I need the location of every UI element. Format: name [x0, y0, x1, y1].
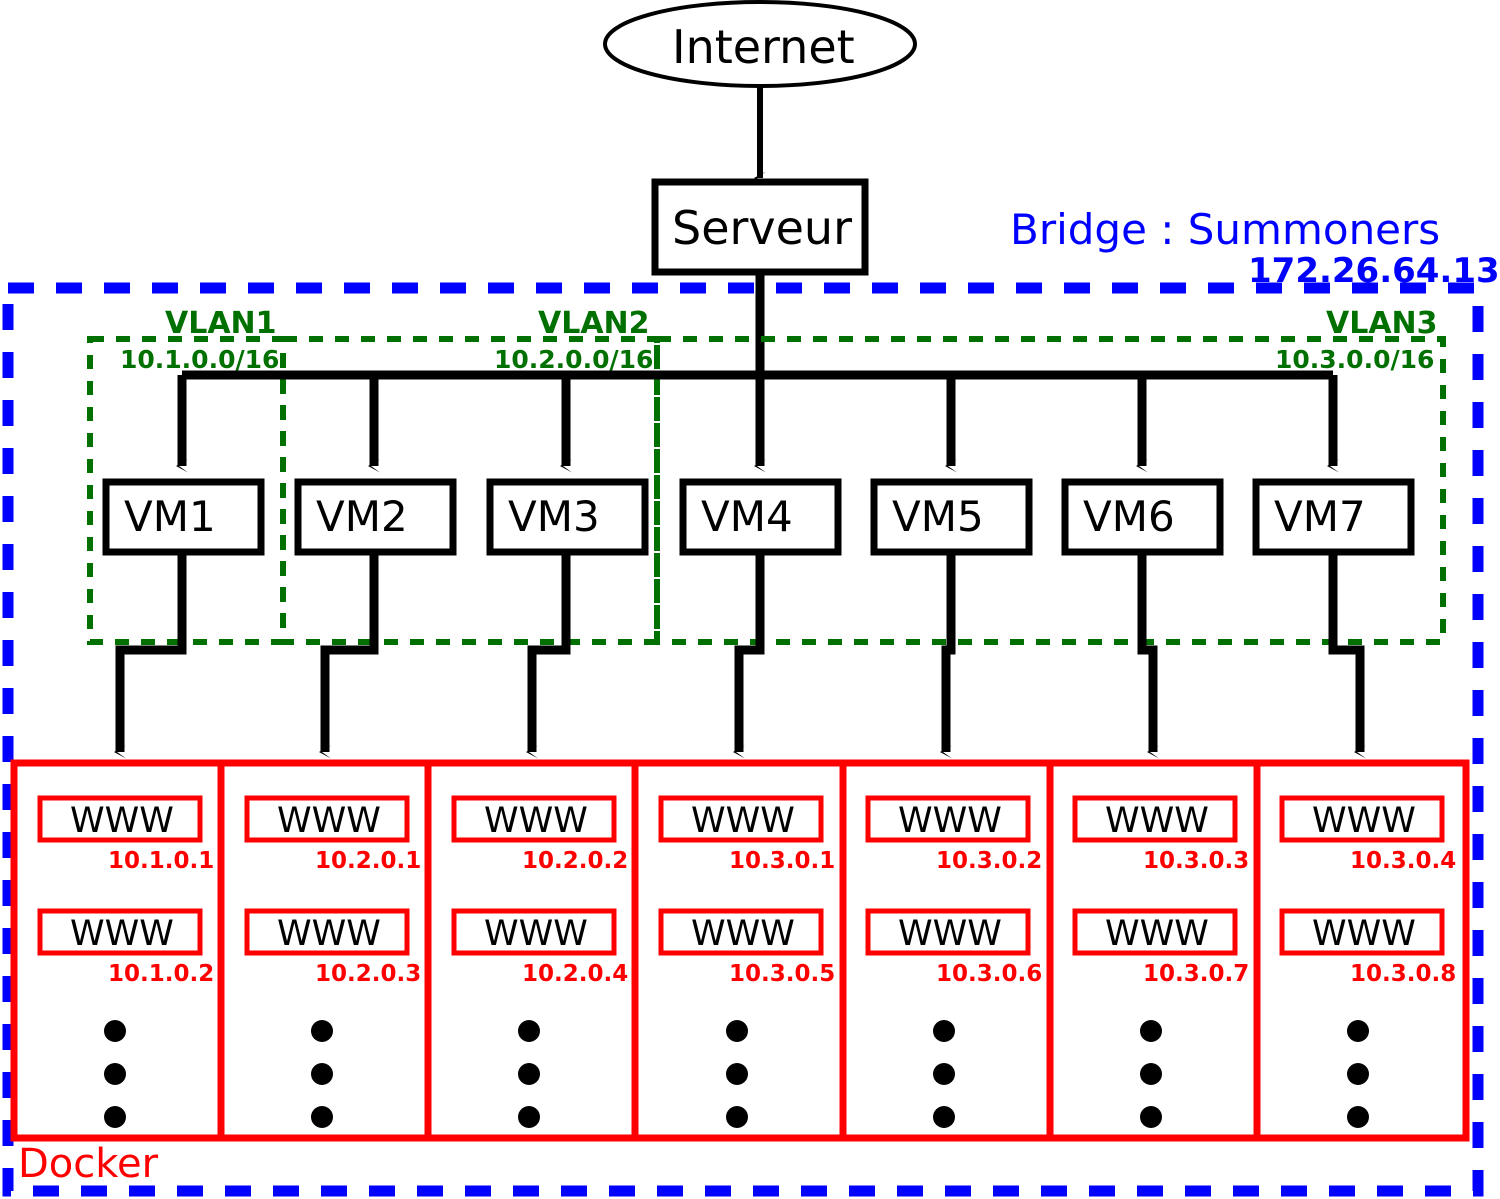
vm7-to-containers-link [1328, 552, 1366, 759]
docker-label: Docker [18, 1141, 159, 1187]
container-ip-c4-r2: 10.3.0.5 [729, 961, 836, 987]
container-label-c5-r1: WWW [898, 801, 1002, 841]
internet-label: Internet [672, 20, 855, 74]
container-label-c4-r2: WWW [691, 914, 795, 954]
container-label-c6-r2: WWW [1105, 914, 1209, 954]
container-ip-c5-r2: 10.3.0.6 [936, 961, 1043, 987]
vm-label-3: VM3 [508, 492, 600, 541]
vm-box-7 [1252, 478, 1415, 556]
vm2-to-containers-link [319, 552, 379, 759]
vm-box-6 [1061, 478, 1224, 556]
vm6-to-containers-link [1137, 552, 1159, 759]
vm-label-7: VM7 [1274, 492, 1366, 541]
container-ip-c3-r2: 10.2.0.4 [522, 961, 629, 987]
container-label-c2-r2: WWW [277, 914, 381, 954]
vm-label-2: VM2 [316, 492, 408, 541]
vm-label-6: VM6 [1083, 492, 1175, 541]
container-label-c3-r2: WWW [484, 914, 588, 954]
container-ip-c2-r2: 10.2.0.3 [315, 961, 422, 987]
bridge-boundary [2, 282, 1484, 1197]
server-node [651, 178, 869, 276]
vm5-to-containers-link [940, 552, 956, 759]
vm-box-1 [102, 478, 265, 556]
vm3-to-containers-link [526, 552, 571, 759]
container-ip-c7-r2: 10.3.0.8 [1350, 961, 1457, 987]
container-label-c1-r1: WWW [70, 801, 174, 841]
container-label-c4-r1: WWW [691, 801, 795, 841]
container-ip-c6-r2: 10.3.0.7 [1143, 961, 1250, 987]
ellipsis-dots [104, 1020, 1369, 1128]
vlan1-name-label: VLAN1 [165, 306, 277, 341]
container-label-c3-r1: WWW [484, 801, 588, 841]
container-ip-c5-r1: 10.3.0.2 [936, 848, 1043, 874]
container-label-c5-r2: WWW [898, 914, 1002, 954]
container-label-c1-r2: WWW [70, 914, 174, 954]
vm1-to-containers-link [114, 552, 187, 759]
vm4-to-containers-link [733, 552, 765, 759]
vm-label-4: VM4 [701, 492, 793, 541]
container-ip-c1-r1: 10.1.0.1 [108, 848, 215, 874]
vm-box-3 [486, 478, 649, 556]
container-label-c7-r2: WWW [1312, 914, 1416, 954]
vm-label-5: VM5 [892, 492, 984, 541]
container-ip-c1-r2: 10.1.0.2 [108, 961, 215, 987]
vlan2-name-label: VLAN2 [538, 306, 650, 341]
vlan2-boundary [280, 336, 660, 645]
server-label: Serveur [672, 201, 853, 255]
vlan2-subnet-label: 10.2.0.0/16 [494, 345, 654, 374]
container-label-c7-r1: WWW [1312, 801, 1416, 841]
bridge-label: Bridge : Summoners [1010, 205, 1441, 254]
vm-label-1: VM1 [124, 492, 216, 541]
vlan3-boundary [654, 336, 1446, 645]
container-ip-c2-r1: 10.2.0.1 [315, 848, 422, 874]
container-boxes [37, 795, 1445, 956]
container-ip-c4-r1: 10.3.0.1 [729, 848, 836, 874]
container-label-c6-r1: WWW [1105, 801, 1209, 841]
vm-box-2 [294, 478, 457, 556]
vlan3-name-label: VLAN3 [1326, 306, 1438, 341]
vm-box-4 [679, 478, 842, 556]
bridge-ip-label: 172.26.64.13 [1248, 251, 1500, 291]
container-ip-c3-r1: 10.2.0.2 [522, 848, 629, 874]
container-ip-c7-r1: 10.3.0.4 [1350, 848, 1457, 874]
container-label-c2-r1: WWW [277, 801, 381, 841]
container-ip-c6-r1: 10.3.0.3 [1143, 848, 1250, 874]
vlan1-subnet-label: 10.1.0.0/16 [120, 345, 280, 374]
vlan3-subnet-label: 10.3.0.0/16 [1275, 345, 1435, 374]
